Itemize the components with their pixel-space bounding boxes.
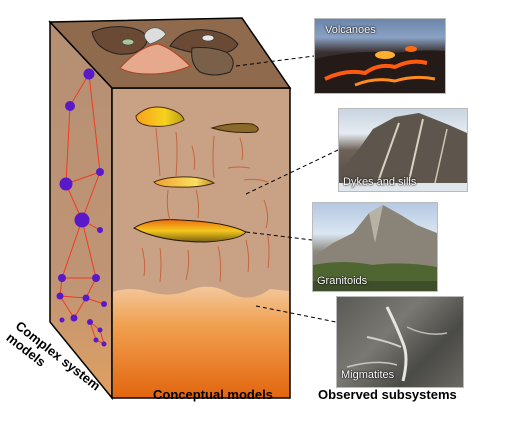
caption-dykes-and-sills: Dykes and sills — [343, 176, 417, 188]
leader-lines — [235, 55, 339, 323]
network-nodes — [56, 68, 107, 347]
magma-chamber-right — [210, 123, 259, 133]
magma-chamber-upper — [135, 106, 185, 127]
sill — [153, 176, 216, 188]
caption-volcanoes: Volcanoes — [325, 24, 376, 36]
photo-volcanoes: Volcanoes — [314, 18, 446, 94]
caption-granitoids: Granitoids — [317, 275, 368, 287]
volcano-lava-graphic — [315, 46, 445, 93]
block-diagram — [48, 17, 339, 401]
migmatite-graphic — [346, 306, 448, 382]
cliff-graphic — [339, 113, 467, 191]
molten-layer — [113, 286, 289, 397]
volcano-sketch — [91, 26, 239, 76]
dykes — [141, 127, 270, 283]
label-conceptual-models: Conceptual models — [153, 387, 273, 402]
diagram: Volcanoes Dykes and sills Granitoids — [4, 17, 468, 402]
photo-dykes-and-sills: Dykes and sills — [338, 108, 468, 192]
mountain-graphic — [313, 205, 437, 291]
caption-migmatites: Migmatites — [341, 369, 395, 381]
photo-migmatites: Migmatites — [336, 296, 464, 388]
photo-granitoids: Granitoids — [312, 202, 438, 292]
label-observed-subsystems: Observed subsystems — [318, 387, 457, 402]
